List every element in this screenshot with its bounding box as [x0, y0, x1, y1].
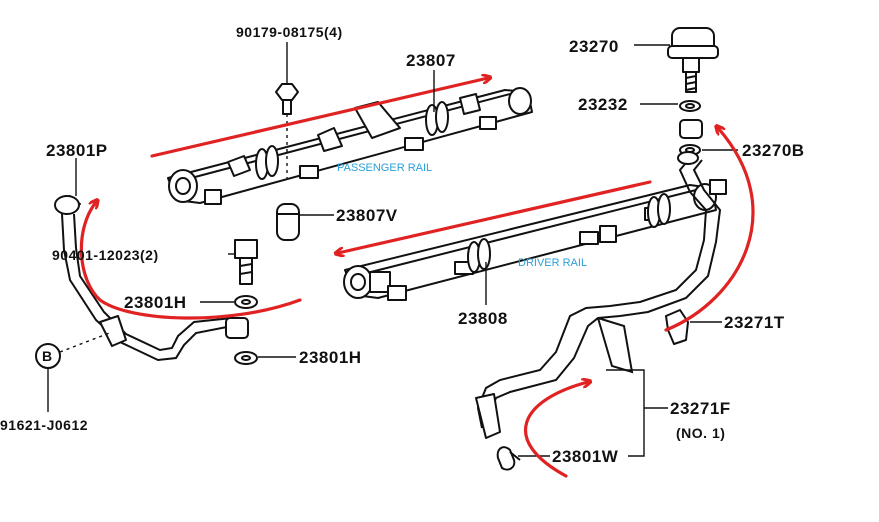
label-23807: 23807 [406, 51, 456, 70]
flow-arrow-supply [523, 382, 588, 478]
label-23270b: 23270B [742, 141, 805, 160]
rail-bolt [275, 83, 299, 115]
label-23270: 23270 [569, 37, 619, 56]
flow-arrow-crossover [79, 202, 302, 320]
label-23232: 23232 [578, 95, 628, 114]
fuel-supply-pipe [475, 151, 722, 439]
label-23801w: 23801W [552, 447, 619, 466]
label-23271t: 23271T [724, 313, 785, 332]
union-fitting [679, 119, 703, 156]
flow-arrows [79, 78, 755, 478]
flow-arrow-passenger [150, 78, 488, 158]
pipe-clamp [496, 446, 521, 471]
label-23801h-lower: 23801H [299, 348, 362, 367]
label-23801h-upper: 23801H [124, 293, 187, 312]
label-23801p: 23801P [46, 141, 108, 160]
label-no1: (NO. 1) [676, 425, 725, 441]
passenger-fuel-rail [167, 87, 533, 205]
label-91621: 91621-J0612 [0, 417, 88, 433]
driver-fuel-rail [343, 179, 727, 301]
driver-rail-label: DRIVER RAIL [518, 257, 587, 269]
label-90179: 90179-08175(4) [236, 24, 343, 40]
gasket-hole [685, 103, 695, 109]
clamp-b-letter: B [42, 348, 53, 364]
label-23807v: 23807V [336, 206, 398, 225]
flow-arrow-return [664, 128, 755, 332]
label-23808: 23808 [458, 309, 508, 328]
label-90401: 90401-12023(2) [52, 247, 159, 263]
label-23271f: 23271F [670, 399, 731, 418]
gasket-hole [241, 299, 251, 305]
hose-bolt [234, 239, 258, 285]
rail-insulator [276, 203, 300, 241]
flow-arrow-driver [338, 180, 652, 253]
pulsation-damper [667, 27, 719, 93]
gasket-hole [241, 355, 251, 361]
crossover-pipe [54, 195, 249, 362]
passenger-rail-label: PASSENGER RAIL [337, 162, 432, 174]
